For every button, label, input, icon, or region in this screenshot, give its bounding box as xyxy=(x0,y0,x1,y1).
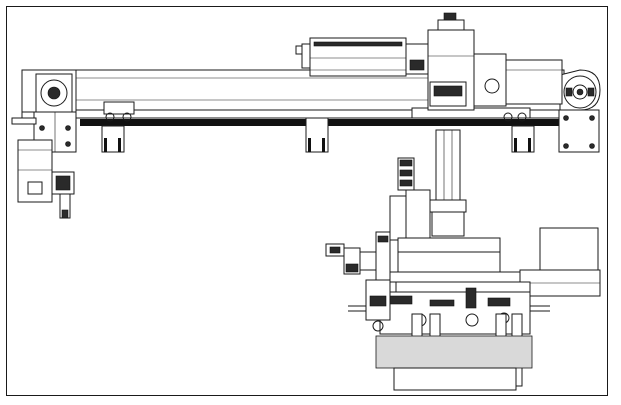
beam-bracket-middle xyxy=(305,117,329,153)
beam-bracket-left xyxy=(101,125,125,153)
left-motor xyxy=(17,139,75,219)
left-drive-gearbox xyxy=(11,69,77,153)
valve-cluster xyxy=(389,157,431,241)
vertical-column xyxy=(429,129,467,237)
beam-bracket-right xyxy=(511,125,535,153)
right-end-pulley xyxy=(558,69,601,153)
auxiliary-arm xyxy=(325,231,391,332)
carriage-block xyxy=(427,12,563,111)
carriage-servo-motor xyxy=(295,37,429,77)
